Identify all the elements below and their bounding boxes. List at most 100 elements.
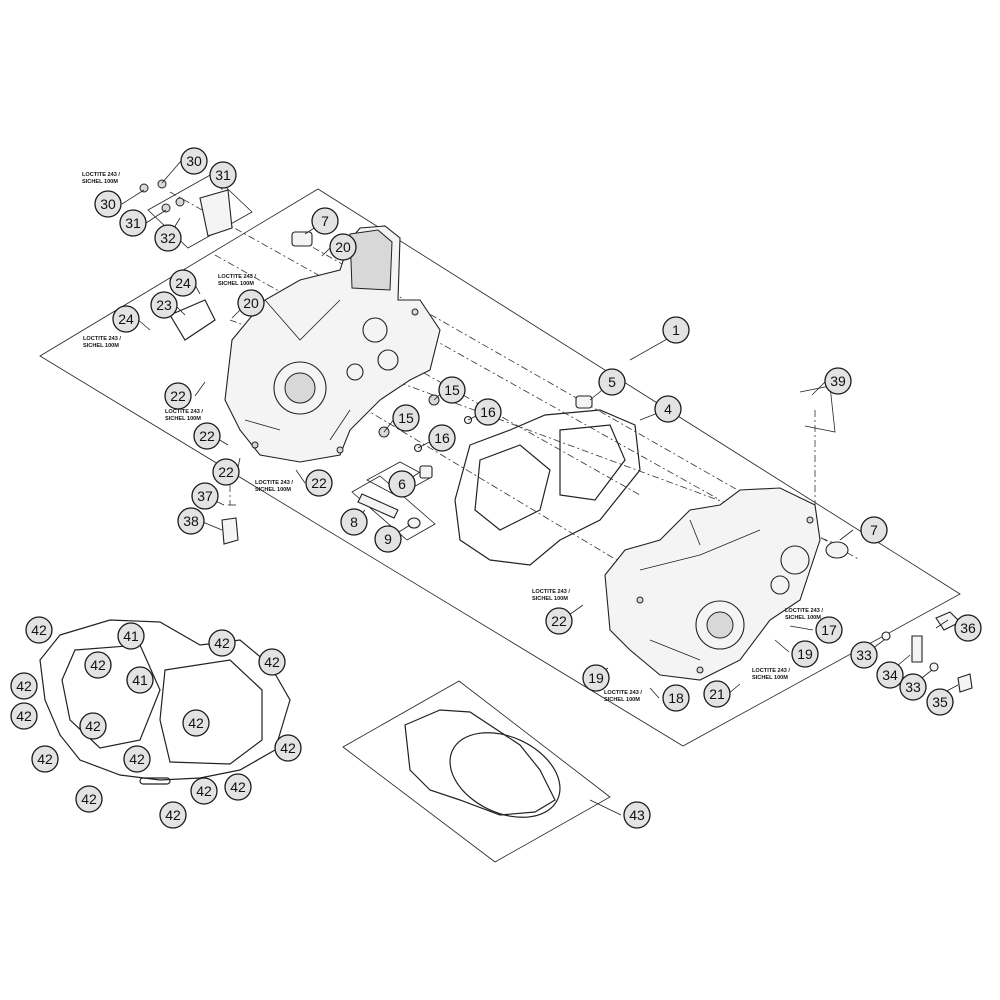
callout-42[interactable]: 42 — [224, 773, 252, 801]
callout-21[interactable]: 21 — [703, 680, 731, 708]
callout-19[interactable]: 19 — [791, 640, 819, 668]
loctite-note-line1: LOCTITE 243 / — [532, 589, 570, 595]
callout-22[interactable]: 22 — [193, 422, 221, 450]
svg-text:22: 22 — [551, 613, 567, 629]
callout-42[interactable]: 42 — [182, 709, 210, 737]
callout-22[interactable]: 22 — [212, 458, 240, 486]
callout-16[interactable]: 16 — [428, 424, 456, 452]
svg-text:9: 9 — [384, 531, 392, 547]
callout-15[interactable]: 15 — [438, 376, 466, 404]
svg-text:15: 15 — [398, 410, 414, 426]
svg-text:38: 38 — [183, 513, 199, 529]
callout-42[interactable]: 42 — [10, 702, 38, 730]
loctite-note-line2: SICHEL 100M — [218, 281, 254, 287]
svg-text:17: 17 — [821, 622, 837, 638]
callout-7[interactable]: 7 — [311, 207, 339, 235]
callout-34[interactable]: 34 — [876, 661, 904, 689]
callout-31[interactable]: 31 — [209, 161, 237, 189]
callout-30[interactable]: 30 — [94, 190, 122, 218]
svg-text:42: 42 — [31, 622, 47, 638]
callout-41[interactable]: 41 — [126, 666, 154, 694]
callout-22[interactable]: 22 — [164, 382, 192, 410]
callout-42[interactable]: 42 — [84, 651, 112, 679]
callout-36[interactable]: 36 — [954, 614, 982, 642]
callout-19[interactable]: 19 — [582, 664, 610, 692]
callout-6[interactable]: 6 — [388, 470, 416, 498]
svg-text:37: 37 — [197, 488, 213, 504]
callout-42[interactable]: 42 — [79, 712, 107, 740]
callout-42[interactable]: 42 — [208, 629, 236, 657]
assembly-frame — [39, 188, 961, 747]
callout-4[interactable]: 4 — [654, 395, 682, 423]
callout-43[interactable]: 43 — [623, 801, 651, 829]
callout-20[interactable]: 20 — [329, 233, 357, 261]
gasket-23 — [169, 299, 216, 341]
callout-33[interactable]: 33 — [899, 673, 927, 701]
svg-text:41: 41 — [132, 672, 148, 688]
bolt-35 — [957, 673, 973, 693]
svg-text:30: 30 — [186, 153, 202, 169]
callout-22[interactable]: 22 — [305, 469, 333, 497]
callout-42[interactable]: 42 — [31, 745, 59, 773]
callout-7[interactable]: 7 — [860, 516, 888, 544]
callout-15[interactable]: 15 — [392, 404, 420, 432]
callout-41[interactable]: 41 — [117, 622, 145, 650]
callout-23[interactable]: 23 — [150, 291, 178, 319]
crankcase-gasket — [454, 409, 641, 566]
svg-text:23: 23 — [156, 297, 172, 313]
svg-text:42: 42 — [214, 635, 230, 651]
svg-text:42: 42 — [16, 678, 32, 694]
callouts: 30 30 31 31 32 7 20 20 24 23 24 1 5 4 15… — [10, 147, 982, 829]
spacer-6 — [419, 465, 433, 479]
loctite-note-line2: SICHEL 100M — [785, 615, 821, 621]
loctite-note-line2: SICHEL 100M — [165, 416, 201, 422]
callout-30[interactable]: 30 — [180, 147, 208, 175]
callout-18[interactable]: 18 — [662, 684, 690, 712]
callout-42[interactable]: 42 — [258, 648, 286, 676]
callout-8[interactable]: 8 — [340, 508, 368, 536]
callout-20[interactable]: 20 — [237, 289, 265, 317]
svg-text:34: 34 — [882, 667, 898, 683]
callout-5[interactable]: 5 — [598, 368, 626, 396]
callout-38[interactable]: 38 — [177, 507, 205, 535]
callout-42[interactable]: 42 — [10, 672, 38, 700]
callout-24[interactable]: 24 — [112, 305, 140, 333]
bushing-5 — [575, 395, 593, 409]
callout-42[interactable]: 42 — [274, 734, 302, 762]
svg-text:5: 5 — [608, 374, 616, 390]
callout-22[interactable]: 22 — [545, 607, 573, 635]
callout-39[interactable]: 39 — [824, 367, 852, 395]
svg-text:42: 42 — [37, 751, 53, 767]
svg-text:33: 33 — [905, 679, 921, 695]
callout-33[interactable]: 33 — [850, 641, 878, 669]
callout-1[interactable]: 1 — [662, 316, 690, 344]
svg-text:41: 41 — [123, 628, 139, 644]
svg-text:20: 20 — [243, 295, 259, 311]
svg-text:19: 19 — [797, 646, 813, 662]
callout-42[interactable]: 42 — [123, 745, 151, 773]
callout-35[interactable]: 35 — [926, 688, 954, 716]
loctite-note-line1: LOCTITE 243 / — [255, 480, 293, 486]
svg-text:22: 22 — [311, 475, 327, 491]
svg-text:42: 42 — [280, 740, 296, 756]
oil-pump-32 — [199, 189, 233, 237]
callout-42[interactable]: 42 — [75, 785, 103, 813]
callout-42[interactable]: 42 — [25, 616, 53, 644]
callout-9[interactable]: 9 — [374, 525, 402, 553]
callout-17[interactable]: 17 — [815, 616, 843, 644]
loctite-note-line1: LOCTITE 243 / — [165, 409, 203, 415]
callout-42[interactable]: 42 — [159, 801, 187, 829]
callout-16[interactable]: 16 — [474, 398, 502, 426]
callout-32[interactable]: 32 — [154, 224, 182, 252]
svg-text:31: 31 — [125, 215, 141, 231]
svg-text:36: 36 — [960, 620, 976, 636]
svg-text:16: 16 — [480, 404, 496, 420]
svg-text:22: 22 — [170, 388, 186, 404]
loctite-note-line2: SICHEL 100M — [604, 697, 640, 703]
clip-39 — [799, 385, 836, 433]
callout-31[interactable]: 31 — [119, 209, 147, 237]
callout-24[interactable]: 24 — [169, 269, 197, 297]
callout-42[interactable]: 42 — [190, 777, 218, 805]
callout-37[interactable]: 37 — [191, 482, 219, 510]
